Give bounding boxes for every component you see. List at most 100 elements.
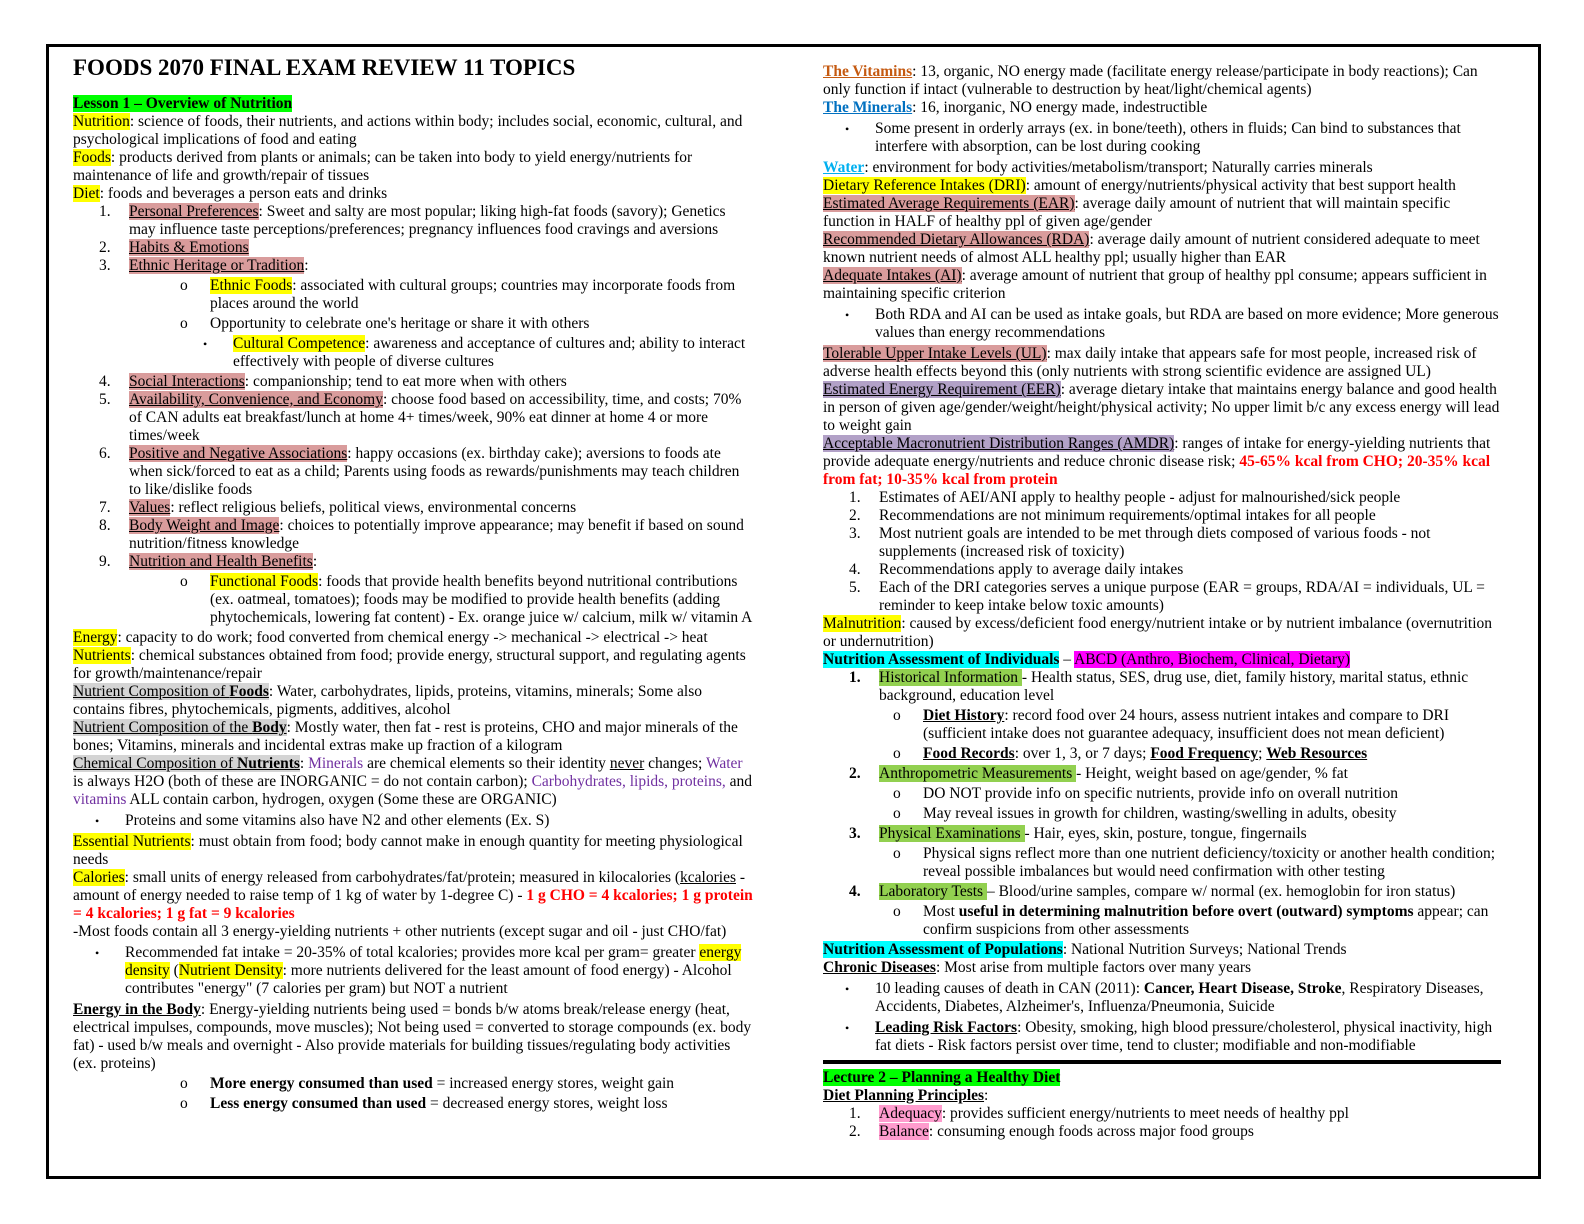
the-vitamins: The Vitamins: 13, organic, NO energy mad… <box>823 63 1501 99</box>
text-run: DO NOT provide info on specific nutrient… <box>923 785 1398 802</box>
list-marker: o <box>180 315 188 332</box>
foods-definition: Foods: products derived from plants or a… <box>73 149 755 185</box>
text-run: Minerals <box>308 755 364 772</box>
text-run: Ethnic Heritage or Tradition <box>129 257 305 274</box>
text-run: Carbohydrates, lipids, proteins, <box>531 773 726 790</box>
text-run: : provides sufficient energy/nutrients t… <box>941 1105 1349 1122</box>
text-run: : Sweet and salty are most popular; liki… <box>129 203 726 238</box>
list-item: 5.Each of the DRI categories serves a un… <box>823 579 1501 615</box>
document-page: FOODS 2070 FINAL EXAM REVIEW 11 TOPICS L… <box>46 44 1541 1179</box>
list-marker: 6. <box>99 445 111 462</box>
water-definition: Water: environment for body activities/m… <box>823 159 1501 177</box>
list-marker: 4. <box>99 373 111 390</box>
text-run: : foods that provide health benefits bey… <box>210 573 753 626</box>
list-marker: 2. <box>99 239 111 256</box>
text-run: Adequate Intakes (AI) <box>823 267 962 284</box>
essential-nutrients: Essential Nutrients: must obtain from fo… <box>73 833 755 869</box>
text-run: : happy occasions (ex. birthday cake); a… <box>129 445 740 498</box>
list-item: o Diet History: record food over 24 hours… <box>823 707 1501 743</box>
list-marker: o <box>180 277 188 294</box>
list-item: 3.Physical Examinations - Hair, eyes, sk… <box>823 825 1501 843</box>
list-marker: 1. <box>849 489 861 506</box>
list-item: •Recommended fat intake = 20-35% of tota… <box>73 944 755 998</box>
text-run: Cultural Competence <box>233 335 366 352</box>
text-run: - Health status, SES, drug use, diet, fa… <box>879 669 1469 704</box>
list-marker: o <box>893 707 901 724</box>
text-run: – Blood/urine samples, compare w/ normal… <box>986 883 1456 900</box>
text-run: Physical signs reflect more than one nut… <box>923 845 1496 880</box>
text-run: : Water, carbohydrates, lipids, proteins… <box>73 683 702 718</box>
text-run: : environment for body activities/metabo… <box>864 159 1373 176</box>
text-run: Estimated Energy Requirement (EER) <box>823 381 1061 398</box>
text-run: Nutrition <box>73 113 130 130</box>
list-item: 2.Recommendations are not minimum requir… <box>823 507 1501 525</box>
text-run: Chemical Composition of <box>73 755 238 772</box>
text-run: Most nutrient goals are intended to be m… <box>879 525 1431 560</box>
text-run: kcalories <box>680 869 736 886</box>
list-item: 4.Recommendations apply to average daily… <box>823 561 1501 579</box>
text-run: Recommended fat intake = 20-35% of total… <box>125 944 700 961</box>
text-run: : max daily intake that appears safe for… <box>823 345 1477 380</box>
text-run: Anthropometric Measurements <box>879 765 1077 782</box>
list-item: 5.Availability, Convenience, and Economy… <box>73 391 755 445</box>
text-run: Water <box>823 159 865 176</box>
text-run: Each of the DRI categories serves a uniq… <box>879 579 1485 614</box>
text-run: Functional Foods <box>210 573 319 590</box>
list-marker: 1. <box>99 203 111 220</box>
text-run: : ranges of intake for energy-yielding n… <box>823 435 1491 470</box>
list-marker: o <box>180 1095 188 1112</box>
text-run: : record food over 24 hours, assess nutr… <box>923 707 1450 742</box>
text-run: : Mostly water, then fat - rest is prote… <box>73 719 738 754</box>
list-item: 1.Historical Information - Health status… <box>823 669 1501 705</box>
list-item: •Some present in orderly arrays (ex. in … <box>823 120 1501 156</box>
nutrition-definition: Nutrition: science of foods, their nutri… <box>73 113 755 149</box>
list-marker: 2. <box>849 765 861 782</box>
text-run: Dietary Reference Intakes (DRI) <box>823 177 1026 194</box>
text-run: Diet <box>73 185 100 202</box>
text-run: : Obesity, smoking, high blood pressure/… <box>875 1019 1493 1054</box>
list-marker: • <box>203 337 208 351</box>
list-item: 7.Values: reflect religious beliefs, pol… <box>73 499 755 517</box>
text-run: : Most arise from multiple factors over … <box>935 959 1252 976</box>
list-item: •Cultural Competence: awareness and acce… <box>73 335 755 371</box>
energy-definition: Energy: capacity to do work; food conver… <box>73 629 755 647</box>
text-run: The Minerals <box>823 99 913 116</box>
lecture-2-heading: Lecture 2 – Planning a Healthy Diet <box>823 1069 1501 1087</box>
text-run: : average dietary intake that maintains … <box>823 381 1500 434</box>
the-minerals: The Minerals: 16, inorganic, NO energy m… <box>823 99 1501 117</box>
text-run: : science of foods, their nutrients, and… <box>73 113 743 148</box>
text-run: Foods <box>229 683 269 700</box>
text-run: Proteins and some vitamins also have N2 … <box>125 812 550 829</box>
ear-definition: Estimated Average Requirements (EAR): av… <box>823 195 1501 231</box>
list-item: 8.Body Weight and Image: choices to pote… <box>73 517 755 553</box>
list-item: 3.Most nutrient goals are intended to be… <box>823 525 1501 561</box>
chronic-diseases: Chronic Diseases: Most arise from multip… <box>823 959 1501 977</box>
text-run: Estimated Average Requirements (EAR) <box>823 195 1075 212</box>
text-run: Nutrition and Health Benefits <box>129 553 313 570</box>
text-run: : caused by excess/deficient food energy… <box>823 615 1493 650</box>
text-run: - amount of energy needed to raise temp … <box>73 869 746 904</box>
text-run: Nutrient Composition of <box>73 683 230 700</box>
list-marker: 1. <box>849 1105 861 1122</box>
list-marker: 4. <box>849 883 861 900</box>
text-run: Nutrient Density <box>178 962 283 979</box>
text-run: : reflect religious beliefs, political v… <box>170 499 577 516</box>
list-item: 9.Nutrition and Health Benefits: <box>73 553 755 571</box>
list-marker: o <box>180 1075 188 1092</box>
text-run: Cancer, Heart Disease, Stroke <box>1143 980 1342 997</box>
ai-definition: Adequate Intakes (AI): average amount of… <box>823 267 1501 303</box>
dri-definition: Dietary Reference Intakes (DRI): amount … <box>823 177 1501 195</box>
text-run: never <box>609 755 645 772</box>
text-run: Both RDA and AI can be used as intake go… <box>875 306 1499 341</box>
list-marker: • <box>845 308 850 322</box>
text-run: Diet History <box>923 707 1005 724</box>
text-run: 10 leading causes of death in CAN (2011)… <box>875 980 1144 997</box>
